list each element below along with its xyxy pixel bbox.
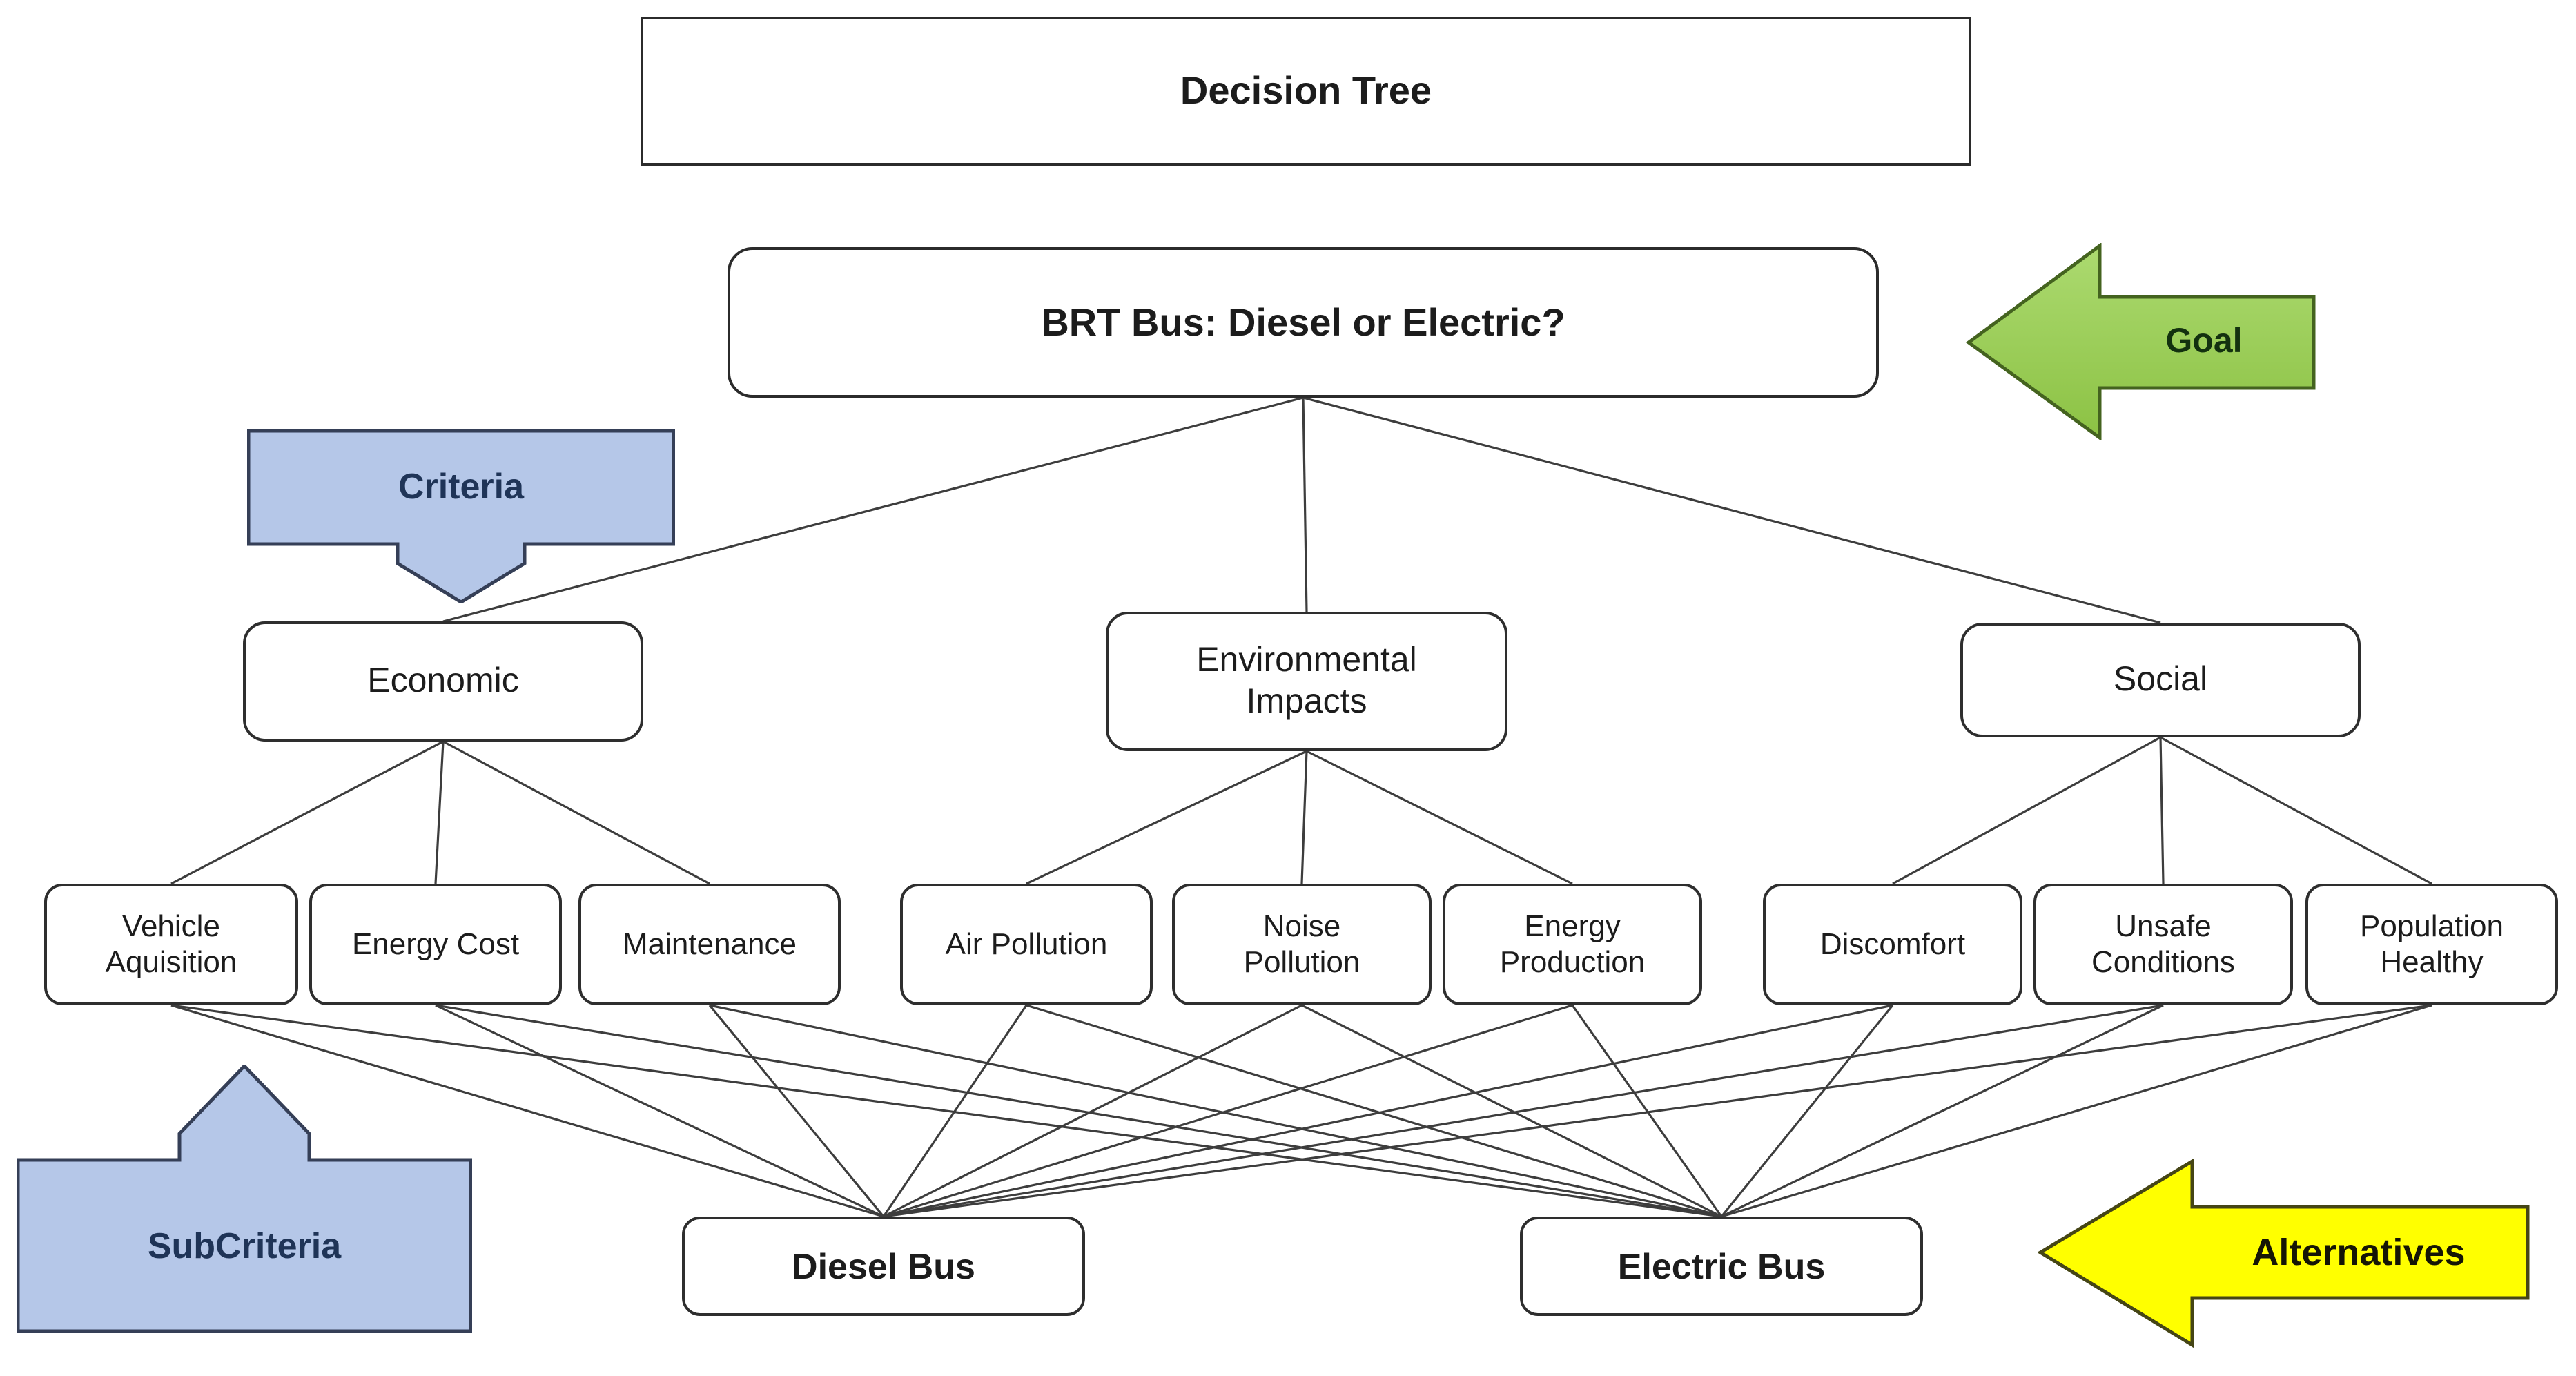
criteria-box-environmental-impacts: Environmental Impacts <box>1106 612 1507 751</box>
criteria-callout-label: Criteria <box>398 465 525 507</box>
subcriteria-box-noise-pollution: Noise Pollution <box>1172 884 1432 1005</box>
alternative-box-diesel-bus: Diesel Bus <box>682 1217 1085 1316</box>
diagram-title: Decision Tree <box>1180 69 1432 113</box>
subcriteria-box-unsafe-conditions: Unsafe Conditions <box>2033 884 2293 1005</box>
subcriteria-label: Vehicle Aquisition <box>105 909 237 979</box>
subcriteria-label: Discomfort <box>1819 927 1966 962</box>
alternative-label: Diesel Bus <box>792 1245 975 1287</box>
subcriteria-label: Unsafe Conditions <box>2091 909 2235 979</box>
left-arrow-icon <box>2038 1159 2530 1348</box>
goal-box-label: BRT Bus: Diesel or Electric? <box>1041 300 1565 344</box>
subcriteria-box-energy-cost: Energy Cost <box>309 884 562 1005</box>
alternative-label: Electric Bus <box>1617 1245 1826 1287</box>
criteria-label: Social <box>2113 659 2208 699</box>
criteria-box-social: Social <box>1960 623 2361 737</box>
goal-callout-arrow: Goal <box>1966 243 2316 440</box>
subcriteria-label: Energy Production <box>1499 909 1646 979</box>
left-arrow-icon <box>1966 243 2316 440</box>
subcriteria-box-air-pollution: Air Pollution <box>900 884 1153 1005</box>
criteria-label: Economic <box>367 661 519 700</box>
up-arrow-icon <box>17 1065 472 1333</box>
criteria-label: Environmental Impacts <box>1196 641 1417 720</box>
alternatives-callout-label: Alternatives <box>2252 1231 2466 1272</box>
subcriteria-box-vehicle-aquisition: Vehicle Aquisition <box>44 884 298 1005</box>
goal-box: BRT Bus: Diesel or Electric? <box>728 247 1879 398</box>
subcriteria-label: Energy Cost <box>351 927 520 962</box>
subcriteria-label: Noise Pollution <box>1243 909 1360 979</box>
diagram-title-box: Decision Tree <box>641 17 1971 166</box>
down-arrow-icon <box>247 429 675 603</box>
subcriteria-box-discomfort: Discomfort <box>1763 884 2022 1005</box>
subcriteria-label: Maintenance <box>623 927 797 962</box>
subcriteria-box-energy-production: Energy Production <box>1443 884 1702 1005</box>
goal-callout-label: Goal <box>2165 321 2243 360</box>
subcriteria-label: Population Healthy <box>2360 909 2504 979</box>
subcriteria-callout-label: SubCriteria <box>147 1225 342 1266</box>
criteria-callout-arrow: Criteria <box>247 429 675 603</box>
subcriteria-box-population-healthy: Population Healthy <box>2305 884 2558 1005</box>
subcriteria-callout-arrow: SubCriteria <box>17 1065 472 1333</box>
alternatives-callout-arrow: Alternatives <box>2038 1159 2530 1348</box>
subcriteria-box-maintenance: Maintenance <box>578 884 841 1005</box>
alternative-box-electric-bus: Electric Bus <box>1520 1217 1923 1316</box>
criteria-box-economic: Economic <box>243 621 643 742</box>
subcriteria-label: Air Pollution <box>945 927 1108 962</box>
